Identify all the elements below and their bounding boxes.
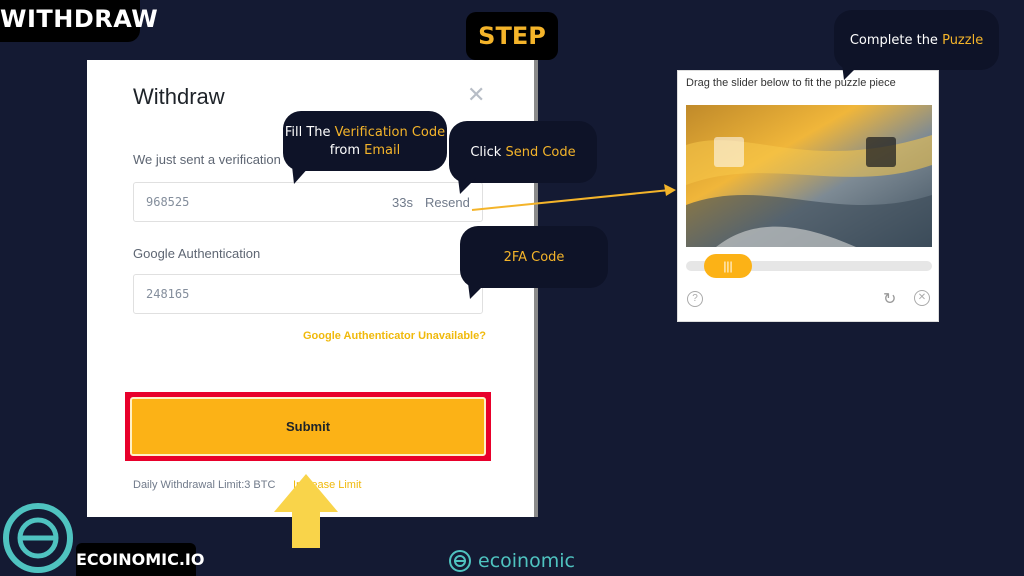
submit-highlight: Submit bbox=[125, 392, 491, 461]
puzzle-piece-icon[interactable] bbox=[714, 137, 744, 167]
puzzle-bubble: Complete the Puzzle bbox=[834, 10, 999, 70]
google-unavailable-link[interactable]: Google Authenticator Unavailable? bbox=[303, 330, 486, 342]
submit-button[interactable]: Submit bbox=[130, 397, 486, 456]
google-auth-value: 248165 bbox=[146, 287, 190, 301]
puzzle-captcha: Drag the slider below to fit the puzzle … bbox=[677, 70, 939, 322]
resend-button[interactable]: Resend bbox=[425, 195, 470, 210]
brand-tag: ECOINOMIC.IO bbox=[76, 543, 204, 576]
email-code-input[interactable]: 968525 33s Resend bbox=[133, 182, 483, 222]
bubble-tail-icon bbox=[842, 64, 860, 80]
slider-handle[interactable]: ||| bbox=[704, 254, 752, 278]
puzzle-instruction: Drag the slider below to fit the puzzle … bbox=[686, 77, 896, 89]
bubble-tail-icon bbox=[458, 178, 476, 194]
countdown-timer: 33s bbox=[392, 195, 413, 210]
email-verification-label: We just sent a verification bbox=[133, 152, 281, 167]
ecoinomic-logo-icon bbox=[3, 503, 73, 573]
up-arrow-icon bbox=[274, 474, 338, 548]
step-label: STEP 4 bbox=[466, 12, 558, 98]
bubble-text: Click bbox=[470, 144, 506, 160]
puzzle-image bbox=[686, 105, 932, 247]
daily-limit-text: Daily Withdrawal Limit:3 BTC bbox=[133, 479, 276, 491]
close-icon[interactable]: ✕ bbox=[914, 290, 930, 306]
dialog-title: Withdraw bbox=[133, 84, 225, 109]
puzzle-slot-icon bbox=[866, 137, 896, 167]
bubble-tail-icon bbox=[292, 166, 310, 184]
bubble-tail-icon bbox=[468, 283, 486, 299]
ecoinomic-small-logo-icon bbox=[449, 550, 471, 572]
brand-name: ecoinomic bbox=[478, 550, 575, 572]
bubble-highlight: Email bbox=[364, 142, 401, 158]
bubble-highlight: Verification Code bbox=[334, 124, 446, 140]
center-brand: ecoinomic bbox=[448, 547, 575, 575]
twofa-bubble: 2FA Code bbox=[460, 226, 608, 288]
bubble-text: Complete the bbox=[849, 32, 943, 48]
close-icon[interactable]: ✕ bbox=[467, 82, 486, 107]
page-title-tag: WITHDRAW bbox=[0, 0, 158, 42]
bubble-text: from bbox=[329, 142, 365, 158]
google-auth-label: Google Authentication bbox=[133, 246, 261, 261]
bubble-text: Fill The bbox=[284, 124, 335, 140]
refresh-icon[interactable]: ↻ bbox=[883, 291, 897, 308]
connector-arrow-icon bbox=[471, 184, 676, 211]
bubble-highlight: 2FA Code bbox=[503, 249, 565, 265]
google-auth-input[interactable]: 248165 bbox=[133, 274, 483, 314]
help-icon[interactable]: ? bbox=[687, 291, 703, 307]
bubble-highlight: Puzzle bbox=[942, 32, 984, 48]
fill-verification-bubble: Fill The Verification Code from Email bbox=[283, 111, 447, 171]
slider-track bbox=[686, 261, 932, 271]
email-code-value: 968525 bbox=[146, 195, 190, 209]
bubble-highlight: Send Code bbox=[505, 144, 576, 160]
send-code-bubble: Click Send Code bbox=[449, 121, 597, 183]
